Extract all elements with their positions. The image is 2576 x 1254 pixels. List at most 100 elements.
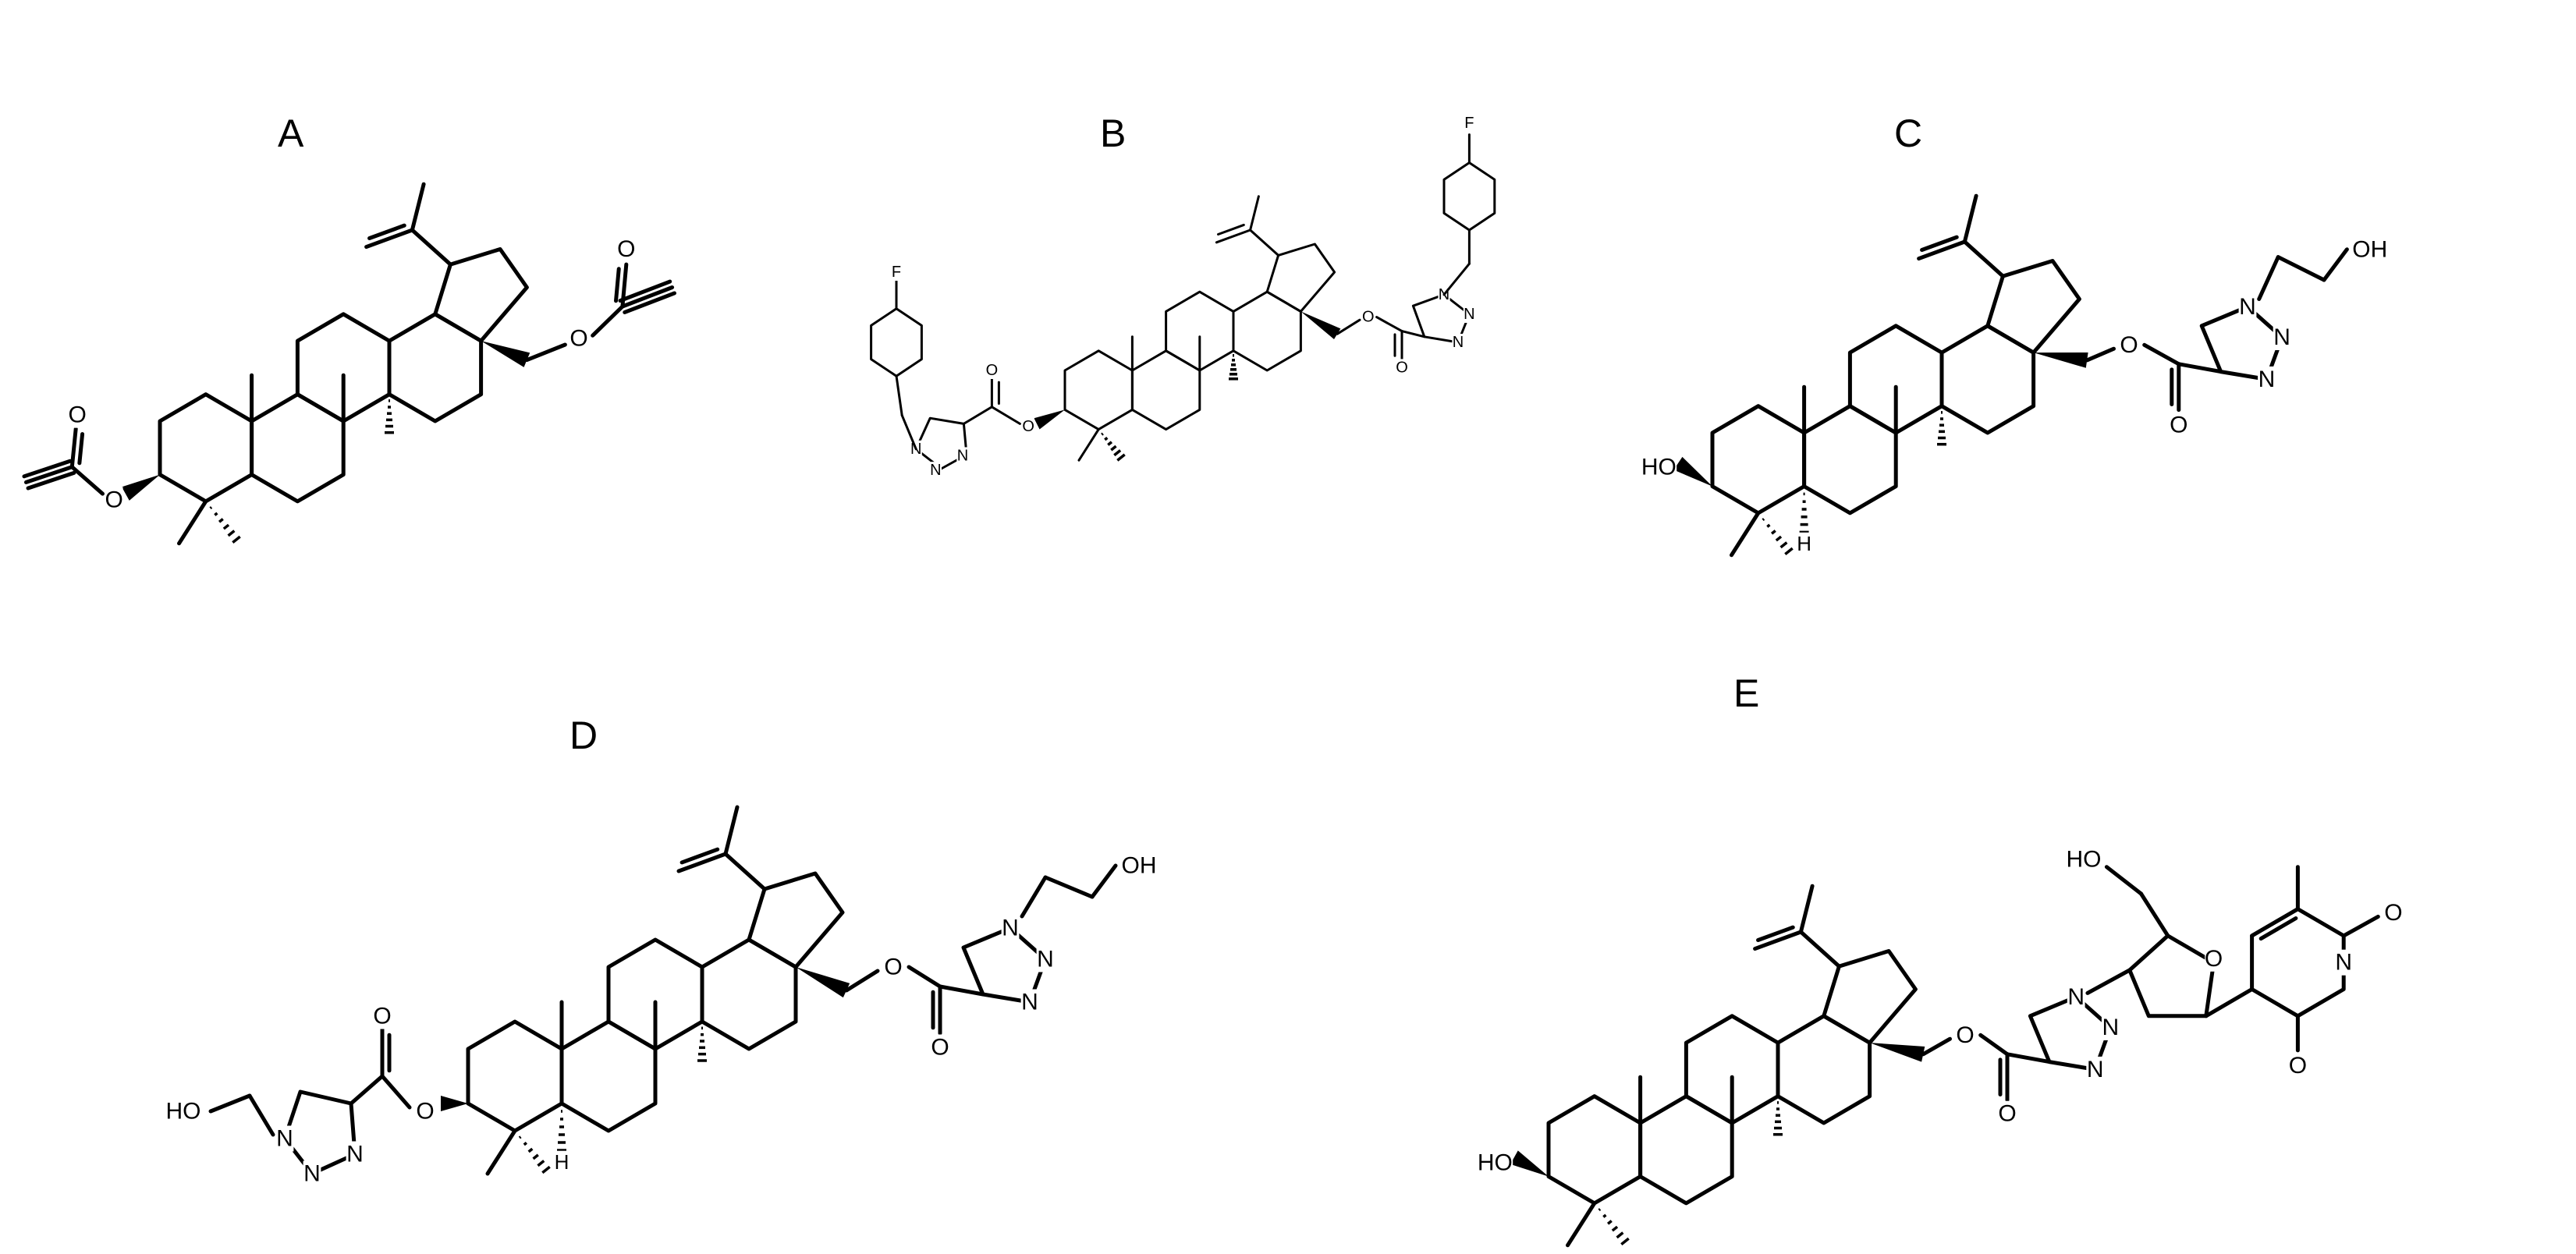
- wedge-bond: [441, 1096, 468, 1111]
- bond-line: [1400, 330, 1426, 338]
- hydrogen-label: H: [1797, 532, 1811, 555]
- bond-line: [177, 499, 208, 546]
- panel-label-d: D: [569, 714, 598, 757]
- atom-mask: [1796, 532, 1812, 555]
- bond-line: [22, 459, 73, 479]
- atom-mask: [931, 1034, 949, 1061]
- ring-bond: [700, 937, 798, 1051]
- atom-mask: [1036, 946, 1055, 972]
- ring-bond: [1822, 949, 1918, 1045]
- hash-bond: [1611, 1225, 1619, 1232]
- wedge-bond: [1510, 1150, 1549, 1177]
- bond-line: [1917, 239, 1967, 261]
- bond-line: [1566, 1201, 1597, 1248]
- atom-mask: [956, 447, 969, 465]
- oxygen-atom: O: [569, 326, 587, 352]
- ring-bond: [387, 312, 484, 423]
- atom-mask: [1641, 454, 1677, 480]
- bond-line: [1336, 318, 1361, 335]
- atom-mask: [1020, 989, 1039, 1015]
- bond-line: [2085, 968, 2132, 995]
- bond-line: [1978, 1033, 2010, 1057]
- atom-mask: [416, 1098, 435, 1125]
- hydroxyl-label: HO: [1478, 1150, 1513, 1175]
- atom-mask: [1121, 852, 1157, 879]
- bond-line: [1921, 1036, 1952, 1057]
- panel-label-e: E: [1733, 671, 1760, 715]
- hydroxyl-label: OH: [1122, 853, 1157, 879]
- hash-bond: [227, 530, 236, 537]
- atom-mask: [1477, 1150, 1513, 1176]
- bond-line: [591, 304, 625, 338]
- ring-bond: [1802, 404, 1898, 515]
- bond-line: [410, 182, 426, 232]
- wedge-bond: [122, 474, 160, 501]
- hash-bond: [541, 1165, 551, 1174]
- nitrogen-atom: N: [1037, 947, 1054, 972]
- hash-bond: [214, 512, 218, 516]
- hash-bond: [1770, 530, 1776, 535]
- bond-line: [844, 969, 880, 993]
- atom-mask: [1463, 115, 1475, 133]
- hash-bond: [532, 1153, 539, 1160]
- nitrogen-atom: N: [1464, 306, 1474, 323]
- ring-bond: [1939, 324, 2036, 435]
- atom-mask: [1998, 1100, 2017, 1127]
- atom-mask: [1001, 915, 1020, 941]
- hash-bond: [1766, 523, 1771, 528]
- wedge-bond: [2033, 352, 2088, 368]
- nitrogen-atom: N: [1002, 916, 1019, 941]
- oxygen-atom: O: [105, 487, 123, 512]
- bond-line: [676, 852, 728, 873]
- atom-mask: [2086, 1056, 2105, 1082]
- oxygen-atom: O: [2170, 413, 2187, 438]
- nitrogen-atom: N: [2258, 367, 2276, 392]
- wedge-bond: [1300, 311, 1341, 340]
- hash-bond: [1113, 449, 1122, 457]
- nitrogen-atom: N: [276, 1126, 293, 1152]
- ring-bond: [158, 392, 254, 504]
- atom-mask: [275, 1125, 294, 1152]
- bond-line: [380, 1074, 412, 1110]
- bond-line: [2250, 907, 2300, 938]
- bond-line: [895, 374, 903, 417]
- atom-mask: [554, 1150, 569, 1174]
- bond-line: [1962, 193, 1978, 244]
- atom-mask: [68, 402, 87, 428]
- hash-bond: [1784, 547, 1794, 556]
- hydroxyl-label: HO: [2067, 846, 2102, 872]
- wedge-bond: [1673, 456, 1712, 487]
- nitrogen-atom: N: [2102, 1015, 2119, 1040]
- ring-bond: [1985, 259, 2081, 355]
- hash-bond: [1110, 445, 1117, 452]
- atom-mask: [2352, 236, 2388, 263]
- fluorine-atom: F: [892, 264, 901, 281]
- bond-line: [962, 406, 993, 425]
- atom-mask: [2170, 412, 2188, 438]
- bond-line: [1090, 863, 1118, 899]
- nitrogen-atom: N: [2273, 324, 2290, 350]
- bond-line: [24, 465, 74, 484]
- bond-line: [900, 414, 917, 451]
- panel-label-a: A: [278, 112, 304, 155]
- atom-mask: [2334, 949, 2353, 976]
- oxygen-atom: O: [617, 236, 635, 262]
- atom-mask: [2238, 293, 2257, 320]
- atom-mask: [1452, 334, 1464, 351]
- bond-line: [1753, 930, 1803, 951]
- atom-mask: [2120, 331, 2138, 358]
- hash-bond: [1775, 535, 1783, 542]
- hydroxyl-label: OH: [2352, 236, 2387, 262]
- bond-line: [247, 1093, 275, 1137]
- nitrogen-atom: N: [303, 1161, 321, 1187]
- hash-bond: [1598, 1208, 1602, 1212]
- bond-line: [620, 285, 675, 309]
- bond-line: [2257, 255, 2280, 301]
- oxygen-atom: O: [2384, 900, 2402, 926]
- atom-mask: [373, 1003, 392, 1029]
- ring-bond: [1442, 161, 1496, 232]
